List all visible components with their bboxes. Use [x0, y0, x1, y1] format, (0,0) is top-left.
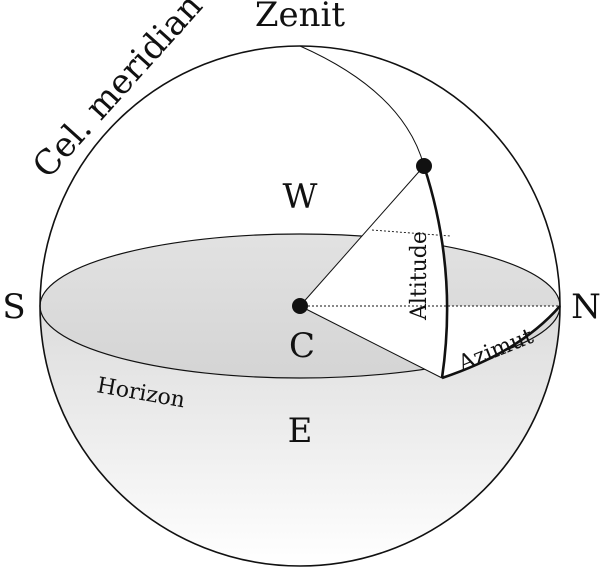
north-label: N [571, 287, 600, 327]
star-point [416, 158, 432, 174]
altitude-label: Altitude [407, 231, 432, 321]
dotted-star-chord [371, 229, 451, 237]
center-label: C [289, 326, 315, 366]
line-center-to-star [299, 165, 425, 307]
azimuth-arc [441, 305, 561, 380]
zenith-to-star-arc [299, 45, 425, 167]
zenith-label: Zenit [255, 0, 346, 35]
line-center-to-foot [299, 305, 443, 379]
altitude-sector [300, 166, 448, 378]
south-label: S [2, 287, 25, 327]
center-point [292, 298, 308, 314]
meridian-label: Cel. meridian [25, 0, 211, 186]
altitude-arc [422, 165, 449, 379]
west-label: W [283, 177, 318, 217]
east-label: E [288, 411, 313, 451]
